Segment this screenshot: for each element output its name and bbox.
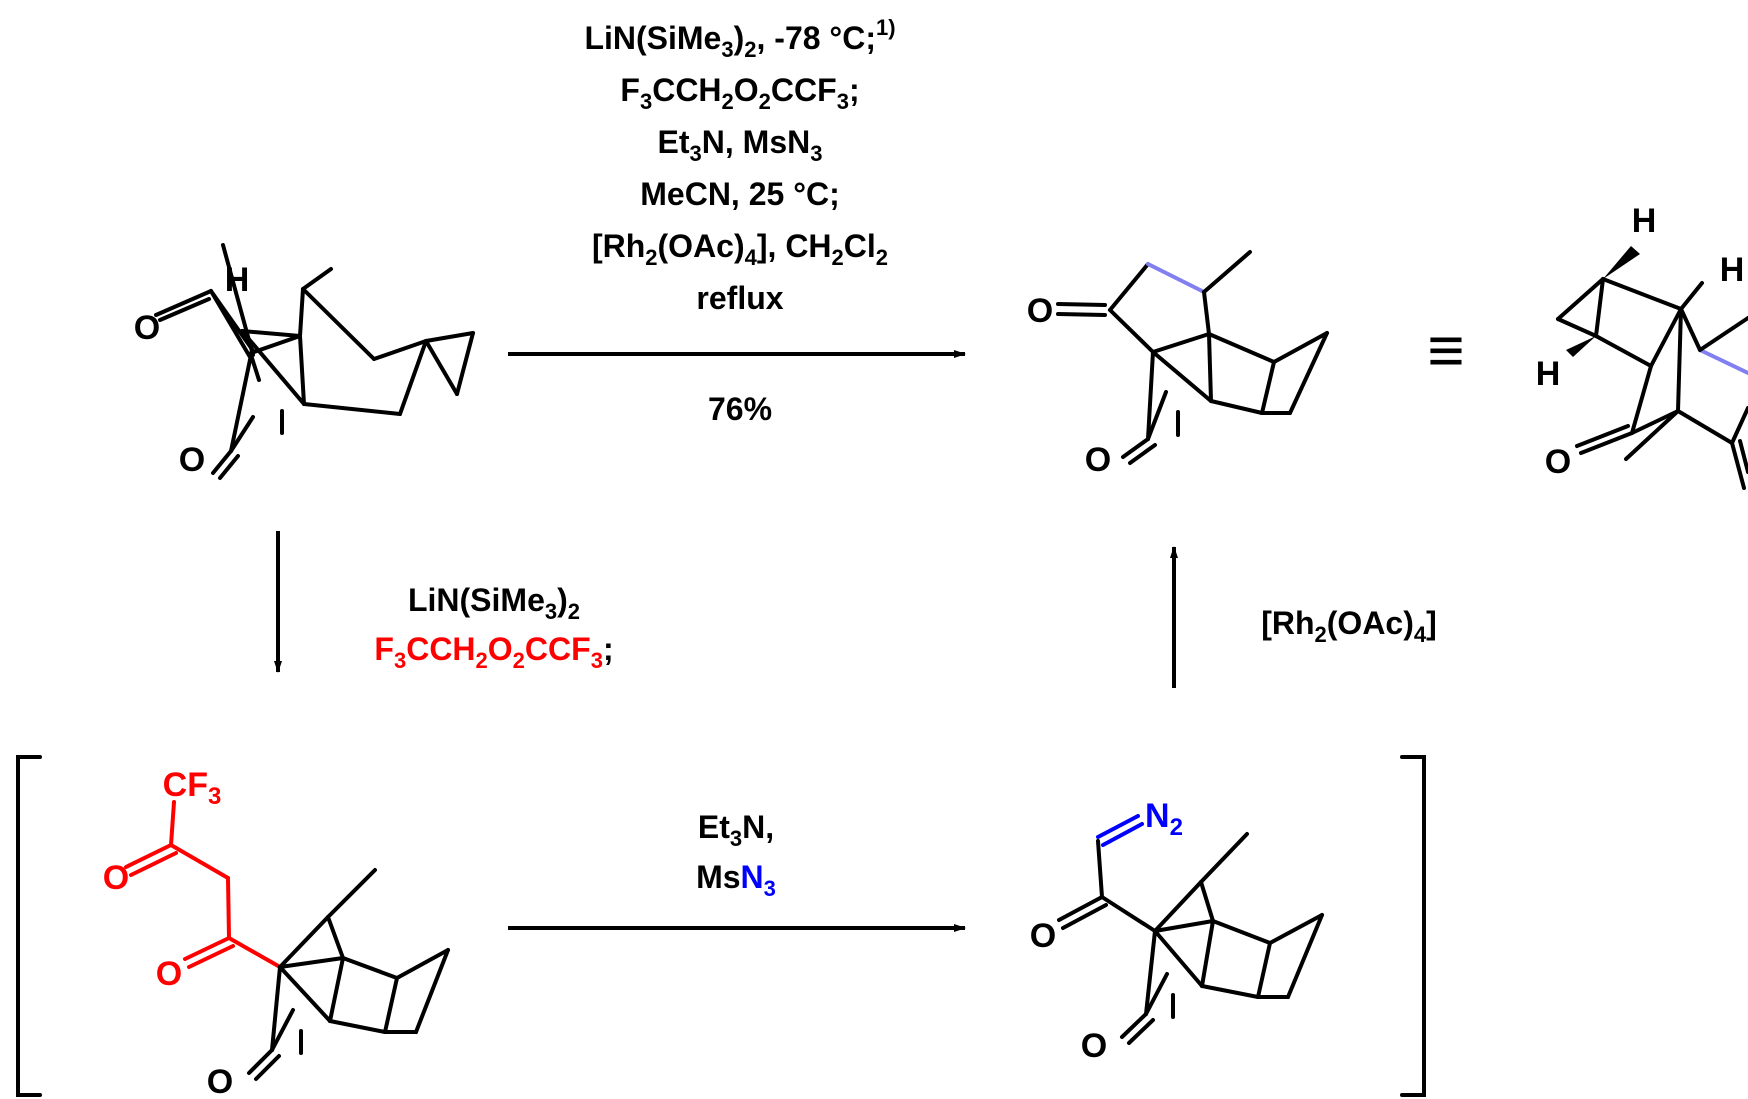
- diazo-group-label: N2: [1145, 797, 1183, 841]
- step-down-conditions: LiN(SiMe3)2 F3CCH2O2CCF3;: [274, 531, 614, 673]
- atom-hydrogen: H: [1632, 202, 1657, 240]
- top-reaction-conditions: LiN(SiMe3)2, -78 °C;1) F3CCH2O2CCF3; Et3…: [508, 15, 966, 427]
- atom-oxygen: O: [1085, 441, 1111, 479]
- step-up-conditions: [Rh2(OAc)4]: [1170, 546, 1437, 688]
- diazo-ketone-molecule: N2 O O: [1030, 797, 1324, 1065]
- atom-oxygen: O: [156, 955, 182, 993]
- condition-line-4: MeCN, 25 °C;: [640, 176, 840, 212]
- condition-line-1: LiN(SiMe3)2, -78 °C;1): [584, 15, 895, 62]
- trifluoroacetyl-intermediate-molecule: CF3 O O O: [103, 766, 450, 1099]
- step-mid-line-1: Et3N,: [698, 809, 774, 851]
- condition-line-6: reflux: [696, 280, 783, 316]
- atom-hydrogen: H: [1536, 355, 1561, 393]
- atom-oxygen: O: [207, 1063, 233, 1099]
- atom-hydrogen: H: [225, 261, 250, 299]
- step-down-line-2: F3CCH2O2CCF3;: [374, 631, 613, 673]
- atom-oxygen: O: [1030, 917, 1056, 955]
- step-up-line-1: [Rh2(OAc)4]: [1261, 605, 1437, 647]
- atom-oxygen: O: [1545, 443, 1571, 481]
- atom-oxygen: O: [103, 859, 129, 897]
- step-mid-line-2: MsN3: [696, 859, 776, 901]
- condition-line-5: [Rh2(OAc)4], CH2Cl2: [592, 228, 888, 270]
- trifluoromethyl-label: CF3: [163, 766, 222, 810]
- atom-oxygen: O: [134, 309, 160, 347]
- step-mid-conditions: Et3N, MsN3: [508, 809, 966, 932]
- step-down-line-1: LiN(SiMe3)2: [408, 582, 580, 624]
- product-perspective-molecule: H H H O: [1536, 202, 1748, 490]
- condition-line-2: F3CCH2O2CCF3;: [620, 72, 859, 114]
- yield-label: 76%: [708, 391, 772, 427]
- equivalence-symbol: ≡: [1427, 314, 1464, 386]
- left-bracket: [16, 755, 42, 1097]
- product-molecule: O O: [1027, 250, 1329, 479]
- atom-oxygen: O: [1027, 292, 1053, 330]
- atom-oxygen: O: [179, 441, 205, 479]
- atom-hydrogen: H: [1720, 251, 1745, 289]
- atom-oxygen: O: [1081, 1027, 1107, 1065]
- condition-line-3: Et3N, MsN3: [658, 124, 823, 166]
- right-bracket: [1400, 755, 1426, 1097]
- starting-material-molecule: O H O: [134, 243, 475, 480]
